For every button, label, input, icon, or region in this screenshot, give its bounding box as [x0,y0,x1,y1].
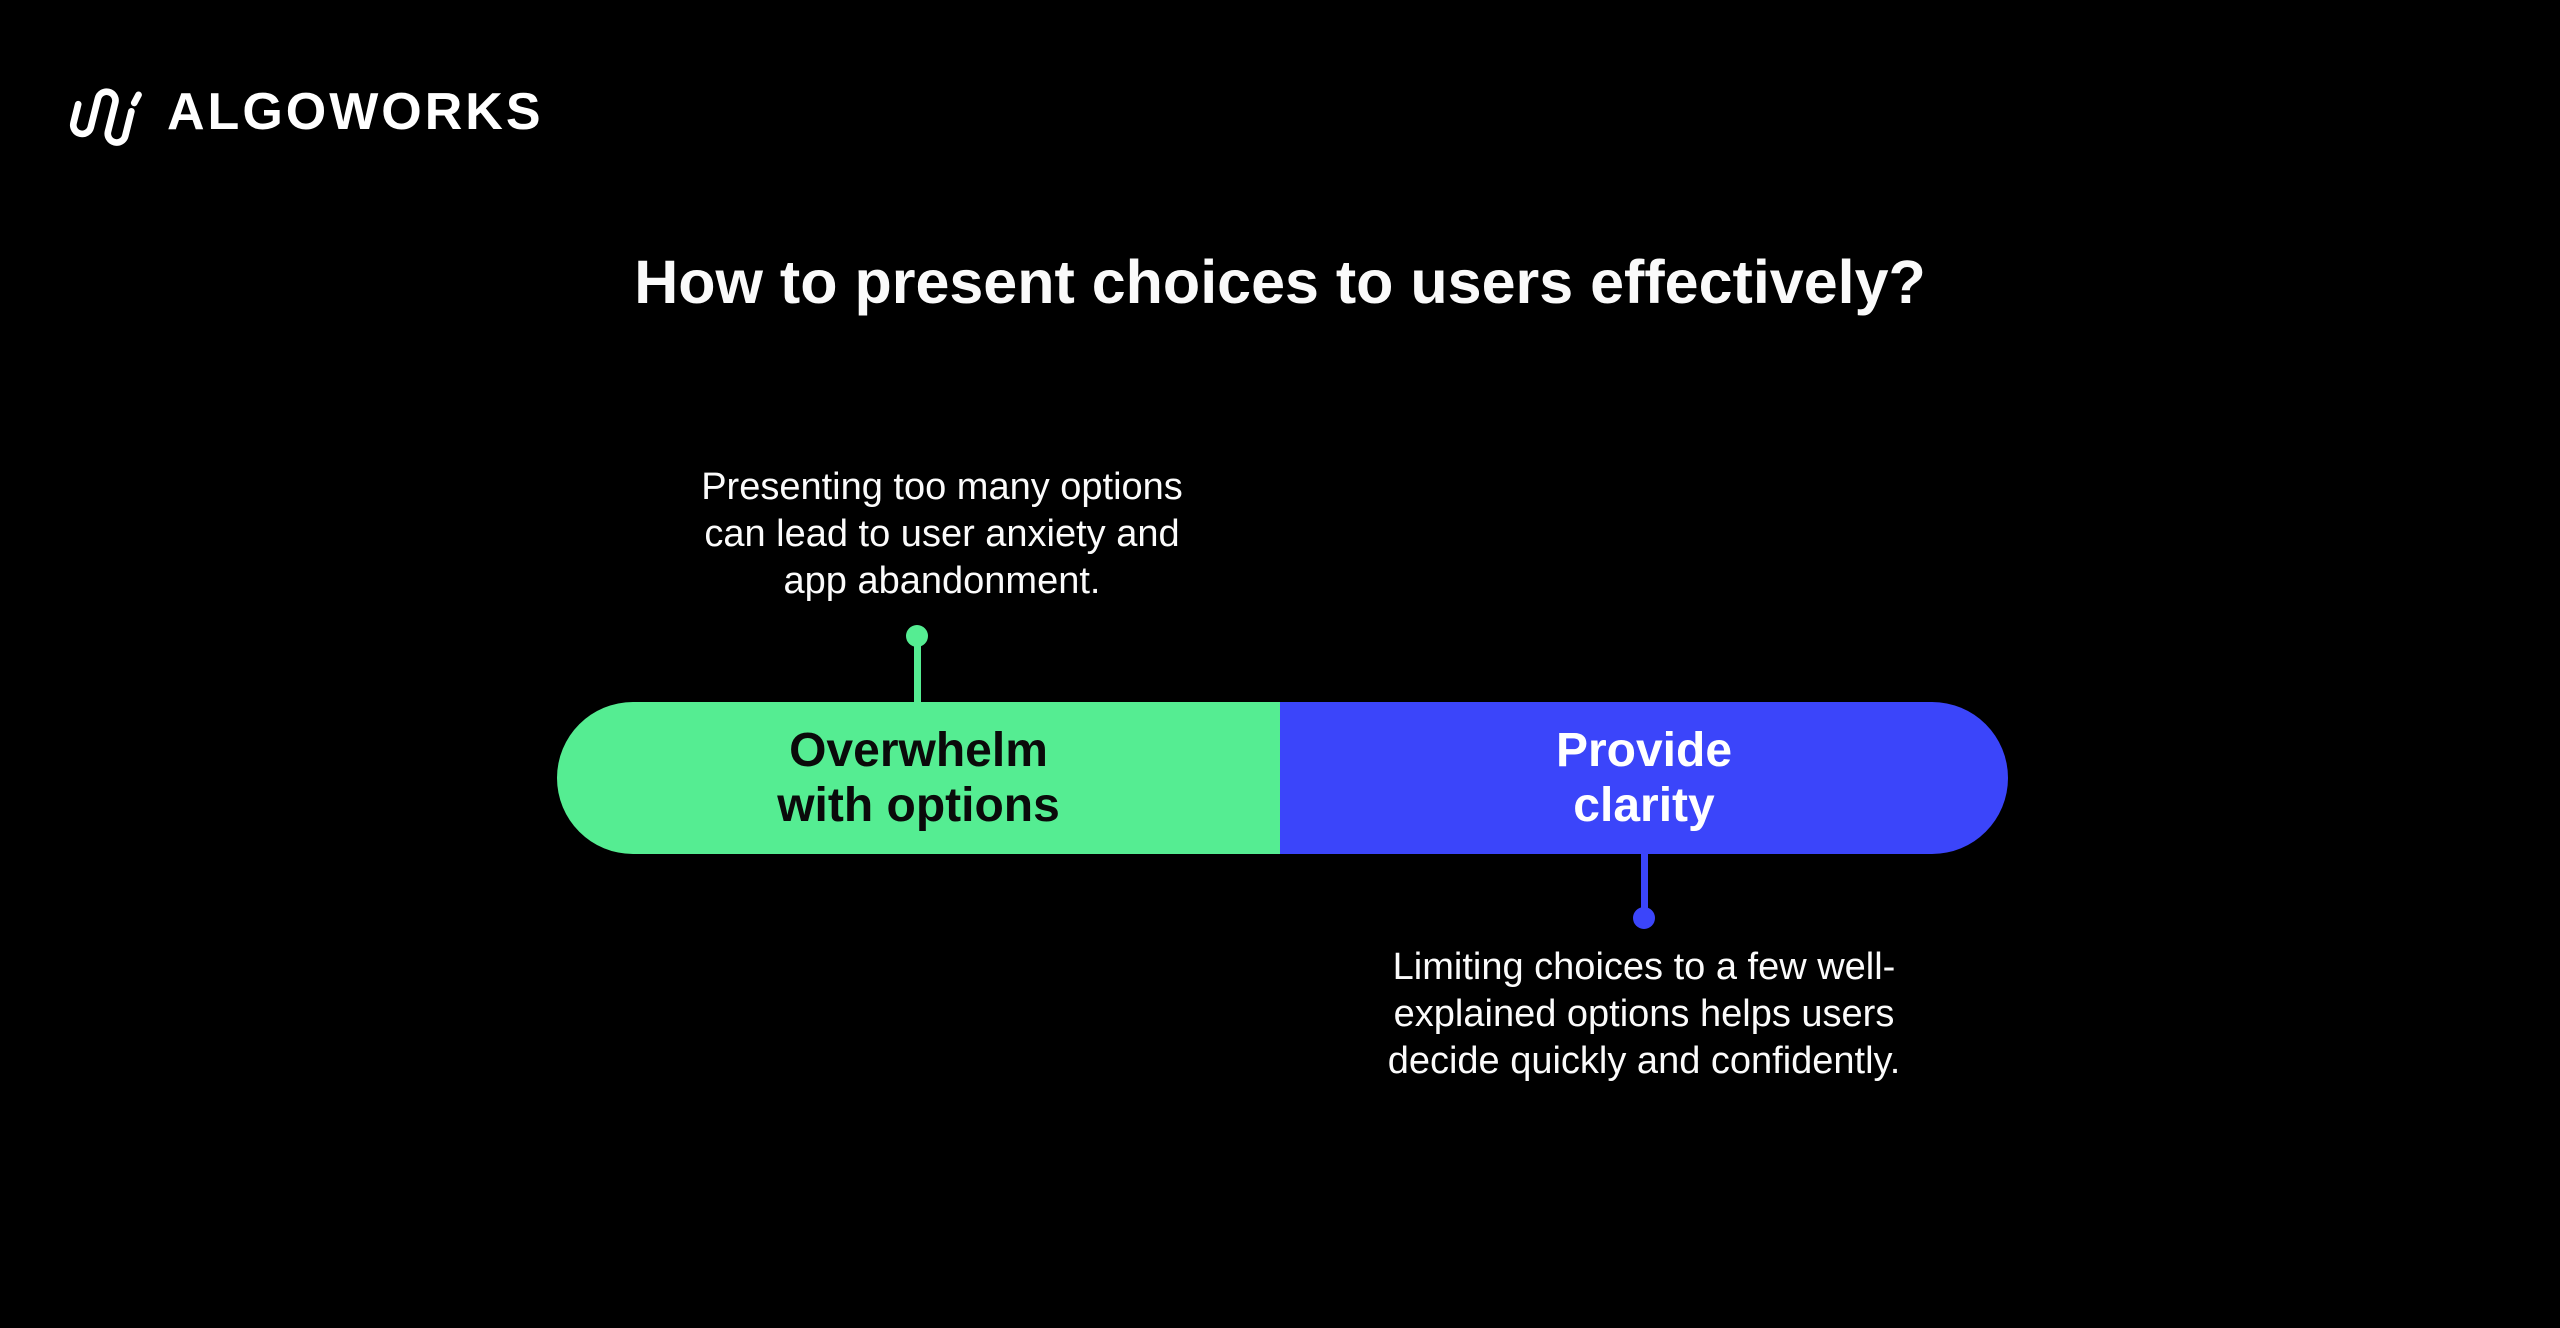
left-description: Presenting too many options can lead to … [542,464,1342,605]
segment-label-line: Overwhelm [789,724,1048,777]
segment-label-line: Provide [1555,724,1733,777]
left-connector-line [914,636,921,704]
description-line: can lead to user anxiety and [704,513,1180,555]
clarity-segment: Provide clarity [1280,702,2008,854]
description-line: Limiting choices to a few well- [1392,946,1896,988]
description-line: Presenting too many options [701,466,1183,508]
overwhelm-segment: Overwhelm with options [557,702,1280,854]
segment-label-line: with options [777,779,1060,832]
comparison-bar: Overwhelm with options Provide clarity [557,702,2008,854]
right-description: Limiting choices to a few well- explaine… [1244,944,2044,1085]
description-line: app abandonment. [783,560,1101,602]
description-line: decide quickly and confidently. [1387,1040,1901,1082]
page-title: How to present choices to users effectiv… [634,248,1926,316]
overwhelm-segment-label: Overwhelm with options [777,723,1060,833]
right-connector-line [1641,852,1648,918]
clarity-segment-label: Provide clarity [1556,723,1732,833]
right-connector-dot [1633,907,1655,929]
description-line: explained options helps users [1393,993,1895,1035]
algoworks-clip-icon [63,72,143,152]
segment-label-line: clarity [1573,779,1715,832]
brand-logo: ALGOWORKS [63,72,544,152]
brand-wordmark: ALGOWORKS [167,83,544,141]
